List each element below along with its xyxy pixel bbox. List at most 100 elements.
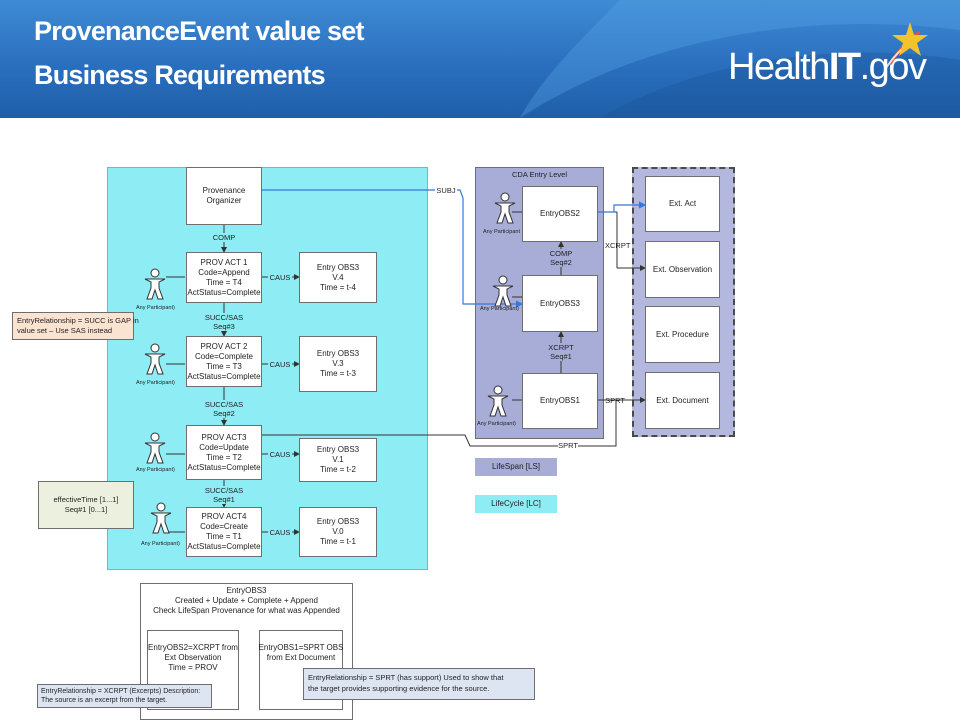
participant-icon <box>150 502 172 534</box>
subj-label: SUBJ <box>435 186 457 195</box>
summary-line: EntryOBS3 <box>226 586 267 595</box>
entry-obs3-line: V.3 <box>332 359 344 368</box>
summary-line: EntryOBS2=XCRPT from <box>148 643 238 652</box>
note-line: EntryRelationship = SUCC is GAP in <box>17 316 139 325</box>
summary-line: Time = PROV <box>168 663 218 672</box>
note-line: Seq#1 [0...1] <box>64 505 108 514</box>
succ-sas-label-2: SUCC/SAS Seq#2 <box>203 400 245 418</box>
seq-text: Seq#2 <box>550 258 572 267</box>
summary-line: EntryOBS1=SPRT OBS <box>258 643 344 652</box>
prov-act-2-box: PROV ACT 2 Code=Complete Time = T3 ActSt… <box>186 336 262 387</box>
entry-obs3-box: EntryOBS3 <box>522 275 598 332</box>
summary-line: Check LifeSpan Provenance for what was A… <box>153 606 340 615</box>
caus-label: CAUS <box>268 450 292 459</box>
xcrpt-label: XCRPT <box>605 241 631 250</box>
prov-act-3-line: Time = T2 <box>206 452 242 462</box>
note-line: EntryRelationship = XCRPT (Excerpts) Des… <box>41 688 201 695</box>
ext-procedure-box: Ext. Procedure <box>645 306 720 363</box>
prov-act-3-line: Code=Update <box>199 442 249 452</box>
participant-icon <box>492 275 514 307</box>
summary-line: Created + Update + Complete + Append <box>175 596 318 605</box>
entry-obs3-line: Time = t-4 <box>320 282 356 292</box>
organizer-line-2: Organizer <box>206 196 242 205</box>
succ-sas-text: SUCC/SAS <box>204 313 244 322</box>
prov-act-3-line: ActStatus=Complete <box>187 462 261 472</box>
entry-obs1-box: EntryOBS1 <box>522 373 598 429</box>
ext-act-box: Ext. Act <box>645 176 720 232</box>
participant-label: Any Participant) <box>136 305 175 311</box>
entry-obs3-line: Time = t-2 <box>320 465 356 474</box>
ext-observation-box: Ext. Observation <box>645 241 720 298</box>
summary-line: Ext Observation <box>164 653 222 662</box>
succ-sas-label-1: SUCC/SAS Seq#1 <box>203 486 245 504</box>
prov-act-1-line: ActStatus=Complete <box>187 287 261 297</box>
note-succ-gap: EntryRelationship = SUCC is GAP in value… <box>12 312 139 340</box>
note-line: EntryRelationship = SPRT (has support) U… <box>308 673 504 682</box>
note-line: value set – Use SAS instead <box>17 326 113 335</box>
ext-document-box: Ext. Document <box>645 372 720 429</box>
note-sprt: EntryRelationship = SPRT (has support) U… <box>303 668 535 700</box>
prov-act-2-line: ActStatus=Complete <box>187 371 261 381</box>
prov-act-4-line: ActStatus=Complete <box>187 542 261 551</box>
cda-entry-level-title: CDA Entry Level <box>511 170 568 179</box>
prov-act-4-line: Time = T1 <box>206 532 242 541</box>
note-effective-time: effectiveTime [1...1] Seq#1 [0...1] <box>38 481 134 529</box>
healthit-logo: HealthIT.gov <box>728 46 927 89</box>
participant-label: Any Participant) <box>480 306 519 312</box>
xcrpt-seq1-label: XCRPT Seq#1 <box>545 343 577 361</box>
prov-act-3-line: PROV ACT3 <box>201 432 247 442</box>
seq-text: Seq#1 <box>550 352 572 361</box>
caus-label: CAUS <box>268 528 292 537</box>
entry-obs3-line: Time = t-1 <box>320 537 356 546</box>
star-icon <box>885 22 928 69</box>
participant-icon <box>144 268 166 300</box>
legend-lifespan: LifeSpan [LS] <box>475 458 557 476</box>
summary-header: EntryOBS3 Created + Update + Complete + … <box>141 586 352 616</box>
succ-sas-text: SUCC/SAS <box>204 486 244 495</box>
entry-obs3-line: V.4 <box>332 272 344 282</box>
entry-obs3-v4-box: Entry OBS3 V.4 Time = t-4 <box>299 252 377 303</box>
caus-label: CAUS <box>268 360 292 369</box>
succ-seq-text: Seq#1 <box>213 495 235 504</box>
comp-seq2-label: COMP Seq#2 <box>545 249 577 267</box>
provenance-organizer-box: Provenance Organizer <box>186 167 262 225</box>
prov-act-1-line: PROV ACT 1 <box>200 257 248 267</box>
entry-obs3-v0-box: Entry OBS3 V.0 Time = t-1 <box>299 507 377 557</box>
entry-obs3-v1-box: Entry OBS3 V.1 Time = t-2 <box>299 438 377 482</box>
entry-obs2-box: EntryOBS2 <box>522 186 598 242</box>
entry-obs3-line: Entry OBS3 <box>316 517 360 526</box>
entry-obs3-v3-box: Entry OBS3 V.3 Time = t-3 <box>299 336 377 392</box>
comp-label: COMP <box>207 233 241 242</box>
legend-lifecycle: LifeCycle [LC] <box>475 495 557 513</box>
entry-obs3-line: V.1 <box>332 455 344 464</box>
note-line: The source is an excerpt from the target… <box>41 697 168 704</box>
entry-obs3-line: Entry OBS3 <box>316 262 360 272</box>
succ-seq-text: Seq#2 <box>213 409 235 418</box>
prov-act-1-box: PROV ACT 1 Code=Append Time = T4 ActStat… <box>186 252 262 303</box>
logo-text-gov: .gov <box>859 46 927 88</box>
prov-act-3-box: PROV ACT3 Code=Update Time = T2 ActStatu… <box>186 425 262 480</box>
succ-seq-text: Seq#3 <box>213 322 235 331</box>
entry-obs3-line: V.0 <box>332 527 344 536</box>
participant-label: Any Participant <box>483 229 520 235</box>
participant-icon <box>494 192 516 224</box>
participant-label: Any Participant) <box>477 421 516 427</box>
note-line: effectiveTime [1...1] <box>53 495 119 504</box>
prov-act-1-line: Code=Append <box>198 267 250 277</box>
prov-act-4-box: PROV ACT4 Code=Create Time = T1 ActStatu… <box>186 507 262 557</box>
prov-act-4-line: PROV ACT4 <box>201 512 247 521</box>
entry-obs3-line: Entry OBS3 <box>316 445 360 454</box>
prov-act-4-line: Code=Create <box>200 522 248 531</box>
caus-label: CAUS <box>268 273 292 282</box>
participant-icon <box>487 385 509 417</box>
page-title-line-2: Business Requirements <box>34 60 326 90</box>
succ-sas-label-3: SUCC/SAS Seq#3 <box>203 313 245 331</box>
prov-act-2-line: PROV ACT 2 <box>200 341 248 351</box>
header-banner <box>0 0 960 118</box>
prov-act-1-line: Time = T4 <box>206 277 242 287</box>
sprt-bottom-label: SPRT <box>558 441 578 450</box>
header-swoosh-graphic <box>520 0 960 118</box>
participant-label: Any Participant) <box>141 541 180 547</box>
note-line: the target provides supporting evidence … <box>308 684 490 693</box>
prov-act-2-line: Code=Complete <box>194 351 254 361</box>
